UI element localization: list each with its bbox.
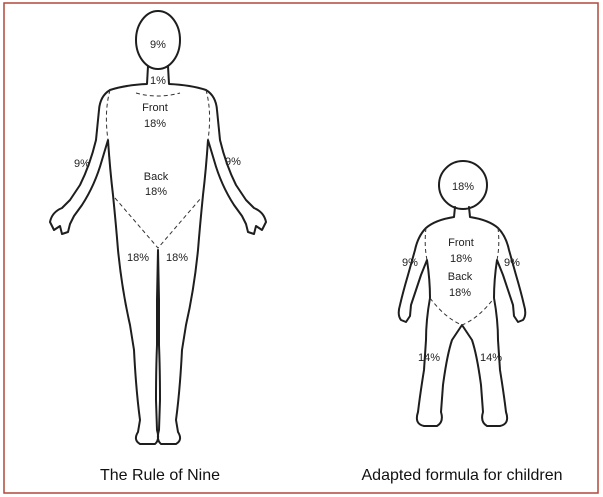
adult-right-shoulder-division	[206, 90, 210, 140]
child-right-shoulder-division	[497, 228, 499, 260]
adult-head-percent: 9%	[150, 39, 166, 51]
child-front-percent: 18%	[450, 253, 472, 265]
child-back-percent: 18%	[449, 287, 471, 299]
child-left-shoulder-division	[425, 228, 427, 260]
adult-left-leg-percent: 18%	[127, 252, 149, 264]
adult-back-percent: 18%	[145, 186, 167, 198]
child-front-label: Front	[448, 237, 474, 249]
child-left-leg-percent: 14%	[418, 352, 440, 364]
adult-neck-percent: 1%	[150, 75, 166, 87]
child-head-percent: 18%	[452, 181, 474, 193]
adult-front-percent: 18%	[144, 118, 166, 130]
child-right-leg-percent: 14%	[480, 352, 502, 364]
child-figure: 18% Front 18% Back 18% 9% 9% 14% 14%	[399, 161, 526, 426]
adult-figure: 9% 1% Front 18% 9% 9% Back 18% 18% 18%	[50, 11, 266, 444]
adult-left-shoulder-division	[106, 90, 110, 140]
child-left-arm-percent: 9%	[402, 257, 418, 269]
adult-neck-division	[136, 93, 180, 96]
child-back-label: Back	[448, 271, 473, 283]
child-caption: Adapted formula for children	[362, 467, 563, 484]
adult-right-leg-percent: 18%	[166, 252, 188, 264]
child-right-arm-percent: 9%	[504, 257, 520, 269]
adult-hip-division	[115, 198, 201, 248]
adult-back-label: Back	[144, 171, 169, 183]
adult-right-arm-percent: 9%	[225, 156, 241, 168]
adult-caption: The Rule of Nine	[100, 467, 220, 484]
adult-left-arm-percent: 9%	[74, 158, 90, 170]
child-hip-division	[430, 298, 494, 325]
adult-front-label: Front	[142, 102, 168, 114]
